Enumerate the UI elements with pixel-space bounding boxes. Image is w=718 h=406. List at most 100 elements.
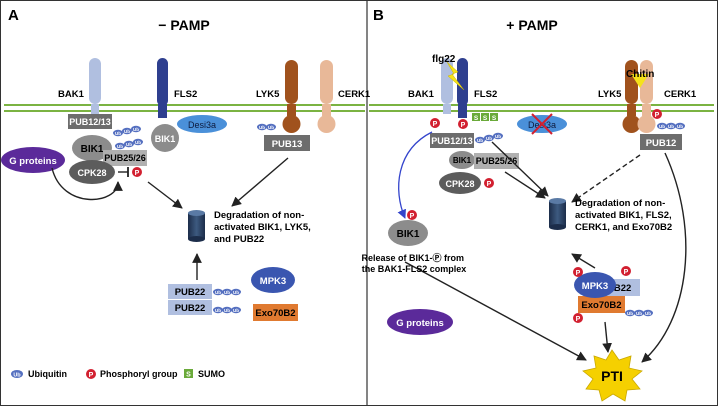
ubiquitin-label: Ub	[627, 311, 633, 316]
pub22-top-a: PUB22	[168, 284, 212, 299]
svg-text:CPK28: CPK28	[77, 168, 106, 178]
svg-text:S: S	[492, 115, 497, 122]
cerk1-label-b: CERK1	[664, 89, 697, 100]
panel-a-title: − PAMP	[158, 17, 209, 33]
arrow-to-proteasome-a1	[147, 181, 183, 209]
ubiquitin-label: Ub	[636, 311, 642, 316]
svg-text:Exo70B2: Exo70B2	[255, 308, 295, 319]
bak1-label-b: BAK1	[408, 89, 435, 100]
svg-text:Exo70B2: Exo70B2	[581, 300, 621, 311]
ubiquitin-label: Ub	[133, 127, 139, 132]
phospho-mpk3-b: P	[573, 267, 583, 277]
phospho-cerk1-b: P	[652, 109, 662, 119]
lyk5-receptor-a	[282, 60, 301, 133]
ubiquitin-label: Ub	[224, 308, 230, 313]
proteasome-a	[188, 210, 205, 242]
proteasome-b	[549, 198, 566, 230]
bik1-fls2-a: BIK1	[151, 124, 179, 152]
svg-text:PUB12/13: PUB12/13	[69, 117, 111, 127]
svg-text:P: P	[461, 122, 466, 129]
pub13-a: PUB13	[264, 135, 310, 151]
svg-text:PUB22: PUB22	[175, 303, 206, 314]
ubiquitin-label: Ub	[259, 125, 265, 130]
ubiquitin-label: Ub	[135, 140, 141, 145]
pub2526-a: PUB25/26	[103, 150, 147, 166]
pub22-bottom-a: PUB22	[168, 300, 212, 315]
cpk28-b: CPK28	[439, 172, 481, 194]
svg-text:BIK1: BIK1	[397, 229, 420, 240]
svg-text:BIK1: BIK1	[453, 156, 472, 165]
svg-text:P: P	[135, 170, 140, 177]
ubiquitin-label: Ub	[224, 290, 230, 295]
fls2-receptor-b	[457, 58, 468, 118]
pub1213-b: PUB12/13	[430, 133, 474, 148]
panel-b-letter: B	[373, 7, 384, 24]
phospho-exo70b2-b: P	[573, 313, 583, 323]
ubiquitin-label: Ub	[268, 125, 274, 130]
svg-text:P: P	[624, 269, 629, 276]
ubiquitin-label: Ub	[495, 134, 501, 139]
svg-text:Desi3a: Desi3a	[188, 120, 216, 130]
arrow-to-proteasome-a2	[231, 157, 289, 207]
svg-text:PUB22: PUB22	[601, 283, 632, 294]
legend-ubiquitin-label: Ubiquitin	[28, 369, 67, 379]
cpk28-a: CPK28	[69, 160, 115, 184]
pub1213-a: PUB12/13	[68, 114, 112, 129]
bik1-released-b: BIK1	[388, 220, 428, 246]
flg22-bolt-icon	[446, 61, 465, 91]
lyk5-label-a: LYK5	[256, 89, 280, 100]
degradation-text-a: Degradation of non- activated BIK1, LYK5…	[214, 210, 313, 245]
svg-text:S: S	[483, 115, 488, 122]
cerk1-label-a: CERK1	[338, 89, 371, 100]
bik1-small-b: BIK1	[449, 151, 475, 169]
legend-phosphoryl-icon: P	[86, 369, 96, 379]
pub12-b: PUB12	[640, 134, 682, 150]
legend-sumo-label: SUMO	[198, 369, 225, 379]
legend-sumo-icon: S	[184, 369, 193, 379]
chitin-triangle-icon	[631, 74, 649, 88]
lyk5-label-b: LYK5	[598, 89, 622, 100]
ubiquitin-label: Ub	[645, 311, 651, 316]
phospho-pub2526-a: P	[132, 167, 142, 177]
fls2-receptor-a	[157, 58, 168, 118]
svg-text:P: P	[410, 213, 415, 220]
svg-text:P: P	[433, 121, 438, 128]
ubiquitin-label: Ub	[215, 308, 221, 313]
svg-text:S: S	[186, 372, 191, 379]
ubiquitin-label: Ub	[677, 124, 683, 129]
flg22-label: flg22	[432, 54, 456, 65]
svg-text:P: P	[576, 316, 581, 323]
bak1-receptor-b	[441, 58, 453, 114]
ubiquitin-label: Ub	[659, 124, 665, 129]
inhibition-bar-a	[118, 167, 129, 177]
ubiquitin-label: Ub	[124, 129, 130, 134]
degradation-text-b: Degradation of non- activated BIK1, FLS2…	[575, 198, 674, 233]
ubiquitin-label: Ub	[215, 290, 221, 295]
phospho-bik1-released-b: P	[407, 210, 417, 220]
bik1-a: BIK1	[72, 135, 112, 161]
ubiquitin-label: Ub	[126, 142, 132, 147]
legend-ubiquitin-icon: Ub	[11, 370, 23, 379]
ubiquitin-label: Ub	[115, 131, 121, 136]
lyk5-receptor-b	[622, 60, 641, 133]
svg-text:BIK1: BIK1	[81, 144, 104, 155]
ubiquitin-label: Ub	[486, 136, 492, 141]
svg-text:PTI: PTI	[601, 368, 623, 384]
svg-text:PUB25/26: PUB25/26	[104, 153, 146, 163]
arrow-bik1-to-pti	[404, 261, 587, 361]
fls2-label-a: FLS2	[174, 89, 197, 100]
arrow-pub1213-to-proteasome-b	[491, 141, 549, 197]
ubiquitin-label: Ub	[117, 144, 123, 149]
desi3a-cross-icon	[531, 113, 553, 135]
svg-text:PUB13: PUB13	[272, 139, 303, 150]
svg-text:G proteins: G proteins	[396, 318, 444, 329]
svg-text:MPK3: MPK3	[582, 281, 608, 292]
ubiquitin-label: Ub	[233, 290, 239, 295]
phospho-fls2-b: P	[458, 119, 468, 129]
